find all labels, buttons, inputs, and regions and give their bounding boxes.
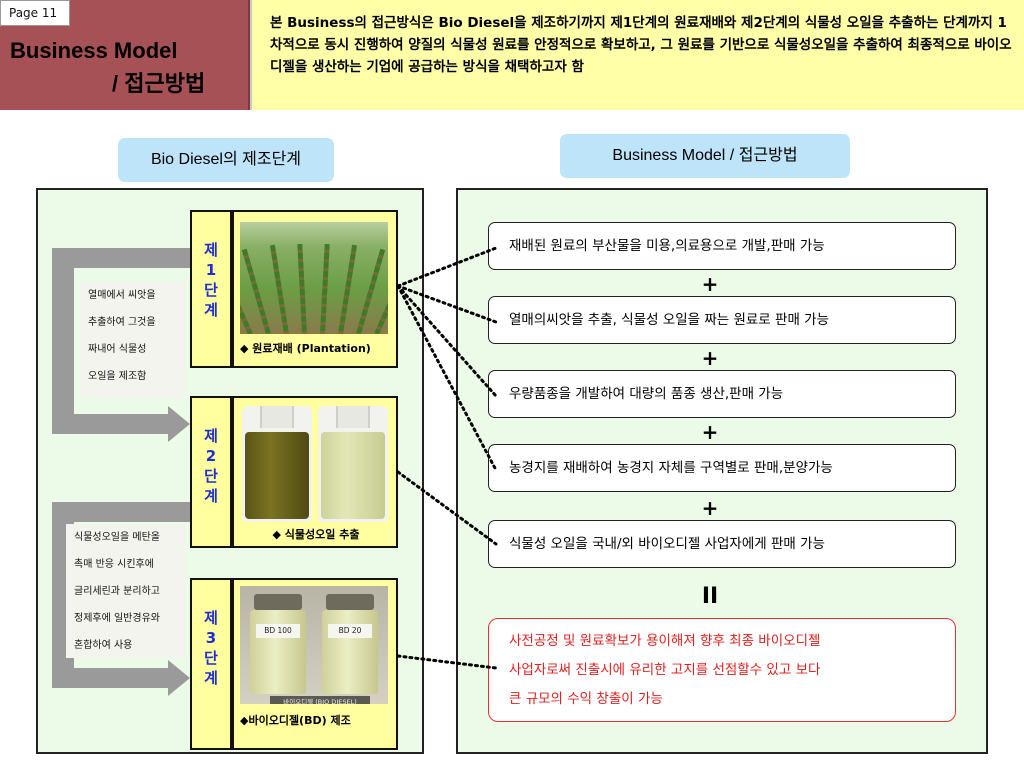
- plus-sign: +: [701, 496, 719, 520]
- stage-2-card: ◆ 식물성오일 추출: [232, 396, 398, 548]
- stage-2-caption: ◆ 식물성오일 추출: [272, 528, 360, 541]
- vial-label-bd20: BD 20: [328, 624, 372, 638]
- business-item-1: 재배된 원료의 부산물을 미용,의료용으로 개발,판매 가능: [488, 222, 956, 270]
- stage-1-caption: ◆ 원료재배 (Plantation): [240, 342, 371, 355]
- plantation-photo: [240, 222, 388, 334]
- business-model-heading: Business Model / 접근방법: [560, 134, 850, 178]
- business-item-2: 열매의씨앗을 추출, 식물성 오일을 짜는 원료로 판매 가능: [488, 296, 956, 344]
- biodiesel-tag: 바이오디젤 (BIO DIESEL): [270, 696, 370, 704]
- light-oil-bottle: [318, 406, 388, 522]
- stage2-note: 식물성오일을 메탄올 촉매 반응 시킨후에 글리세린과 분리하고 정제후에 일반…: [66, 524, 186, 658]
- biodiesel-photo: BD 100 BD 20 바이오디젤 (BIO DIESEL): [240, 586, 388, 704]
- page-title: Business Model: [10, 38, 178, 63]
- title-panel: Page 11 Business Model / 접근방법: [0, 0, 250, 110]
- stage1-note: 열매에서 씨앗을 추출하여 그것을 짜내어 식물성 오일을 제조함: [80, 282, 186, 398]
- plus-sign: +: [701, 346, 719, 370]
- dark-oil-bottle: [242, 406, 312, 522]
- business-item-3: 우량품종을 개발하여 대량의 품종 생산,판매 가능: [488, 370, 956, 418]
- manufacturing-steps-heading: Bio Diesel의 제조단계: [118, 138, 334, 182]
- equals-sign: II: [701, 584, 719, 609]
- plus-sign: +: [701, 272, 719, 296]
- result-box: 사전공정 및 원료확보가 용이해져 향후 최종 바이오디젤 사업자로써 진출시에…: [488, 618, 956, 722]
- description-text: 본 Business의 접근방식은 Bio Diesel을 제조하기까지 제1단…: [250, 0, 1024, 110]
- page-subtitle: / 접근방법: [112, 71, 206, 96]
- business-item-4: 농경지를 재배하여 농경지 자체를 구역별로 판매,분양가능: [488, 444, 956, 492]
- page-number: Page 11: [0, 0, 70, 26]
- vial-label-bd100: BD 100: [256, 624, 300, 638]
- stage-1-card: ◆ 원료재배 (Plantation): [232, 210, 398, 368]
- stage-3-card: BD 100 BD 20 바이오디젤 (BIO DIESEL) ◆바이오디젤(B…: [232, 578, 398, 750]
- business-item-5: 식물성 오일을 국내/외 바이오디젤 사업자에게 판매 가능: [488, 520, 956, 568]
- plus-sign: +: [701, 420, 719, 444]
- stage-3-caption: ◆바이오디젤(BD) 제조: [240, 714, 351, 727]
